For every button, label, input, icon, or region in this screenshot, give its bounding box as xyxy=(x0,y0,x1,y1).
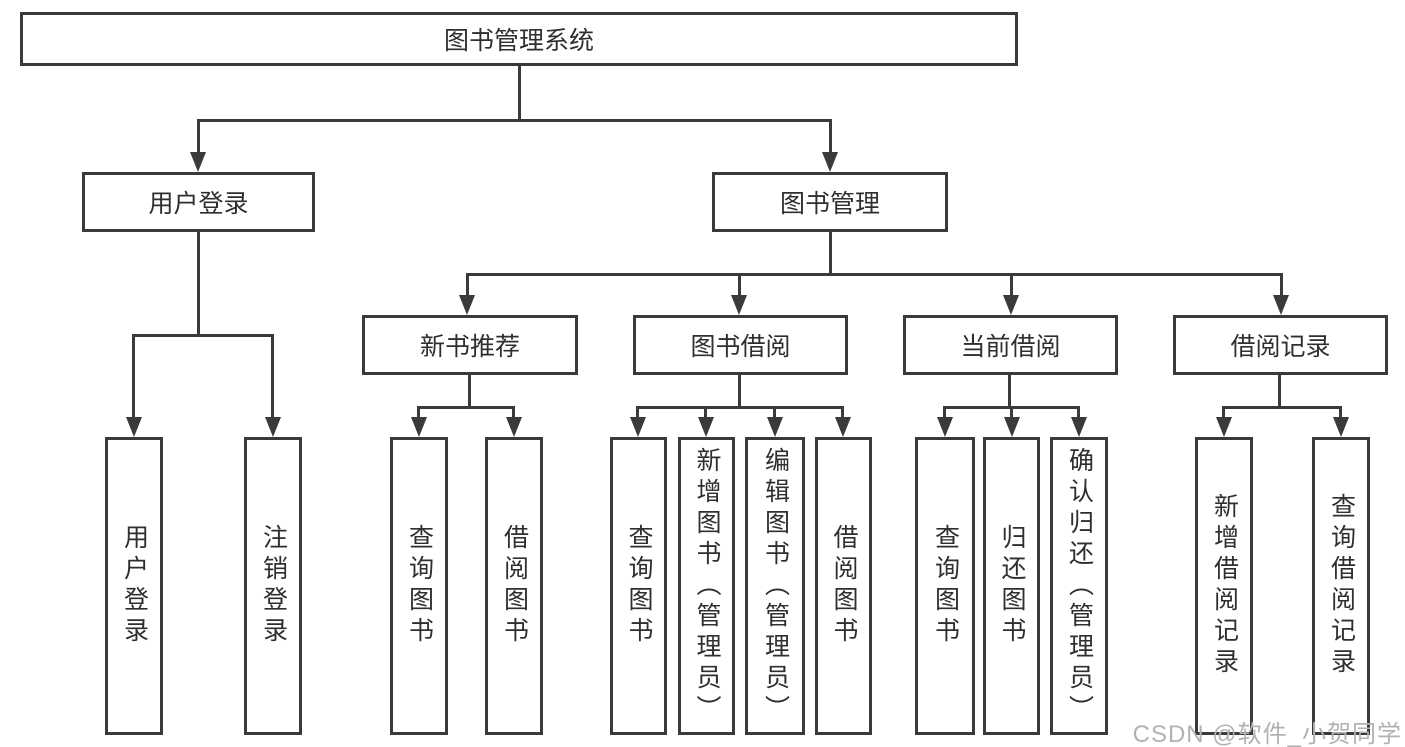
node-root-library-management-system: 图书管理系统 xyxy=(20,12,1018,66)
connector-to-return-books xyxy=(1010,406,1013,420)
arrowhead-add-record xyxy=(1216,417,1232,437)
arrowhead-recommend-borrow xyxy=(506,417,522,437)
leaf-add-books-admin: 新增图书（管理员） xyxy=(678,437,735,735)
arrowhead-book-management xyxy=(822,152,838,172)
connector-to-user-login xyxy=(197,119,200,159)
arrowhead-current-borrowing xyxy=(1003,295,1019,315)
node-new-book-recommendation: 新书推荐 xyxy=(362,315,578,375)
leaf-borrow-books-label: 借阅图书 xyxy=(830,524,858,648)
connector-to-recommend-query xyxy=(417,406,420,420)
connector-recommendation-rail xyxy=(417,406,515,409)
leaf-current-query-books: 查询图书 xyxy=(915,437,975,735)
leaf-current-query-books-label: 查询图书 xyxy=(931,524,960,648)
node-user-login-label: 用户登录 xyxy=(148,190,249,218)
node-borrowing-records-label: 借阅记录 xyxy=(1230,333,1331,361)
node-current-borrowing-label: 当前借阅 xyxy=(960,333,1061,361)
connector-book-management-stem xyxy=(829,230,832,276)
arrowhead-borrowing-records xyxy=(1273,295,1289,315)
connector-book-management-rail xyxy=(466,273,1283,276)
arrowhead-new-book-recommendation xyxy=(459,295,475,315)
leaf-borrow-books: 借阅图书 xyxy=(815,437,872,735)
leaf-recommend-query-books-label: 查询图书 xyxy=(405,524,434,648)
leaf-recommend-borrow-books: 借阅图书 xyxy=(485,437,543,735)
node-book-management-label: 图书管理 xyxy=(779,190,880,218)
connector-to-leaf-user-login xyxy=(132,334,135,420)
connector-to-query-record xyxy=(1339,406,1342,420)
connector-to-leaf-logout xyxy=(271,334,274,420)
connector-user-login-stem xyxy=(197,230,200,337)
connector-to-recommend-borrow xyxy=(512,406,515,420)
leaf-logout: 注销登录 xyxy=(244,437,302,735)
connector-borrowing-rail xyxy=(636,406,844,409)
arrowhead-leaf-logout xyxy=(265,417,281,437)
connector-level1-rail xyxy=(197,119,832,122)
connector-records-rail xyxy=(1222,406,1342,409)
arrowhead-user-login xyxy=(190,152,206,172)
connector-current-stem xyxy=(1008,373,1011,409)
connector-to-current-borrowing xyxy=(1010,273,1013,299)
connector-to-borrow-books xyxy=(841,406,844,420)
leaf-add-books-admin-label: 新增图书（管理员） xyxy=(693,446,721,726)
connector-records-stem xyxy=(1278,373,1281,409)
node-book-borrowing: 图书借阅 xyxy=(633,315,848,375)
arrowhead-current-query xyxy=(937,417,953,437)
arrowhead-confirm-return xyxy=(1071,417,1087,437)
node-book-borrowing-label: 图书借阅 xyxy=(690,333,791,361)
connector-to-book-borrowing xyxy=(738,273,741,299)
node-current-borrowing: 当前借阅 xyxy=(903,315,1118,375)
arrowhead-leaf-user-login xyxy=(126,417,142,437)
node-borrowing-records: 借阅记录 xyxy=(1173,315,1388,375)
connector-root-stem xyxy=(518,65,521,122)
arrowhead-return-books xyxy=(1004,417,1020,437)
leaf-confirm-return-admin: 确认归还（管理员） xyxy=(1050,437,1108,735)
leaf-query-borrow-record-label: 查询借阅记录 xyxy=(1327,493,1356,679)
connector-borrowing-stem xyxy=(738,373,741,409)
leaf-confirm-return-admin-label: 确认归还（管理员） xyxy=(1065,446,1094,726)
arrowhead-query-record xyxy=(1333,417,1349,437)
connector-to-new-book-recommendation xyxy=(466,273,469,299)
connector-recommendation-stem xyxy=(468,373,471,409)
csdn-watermark: CSDN @软件_小贺同学 xyxy=(1132,721,1402,747)
leaf-recommend-borrow-books-label: 借阅图书 xyxy=(500,524,529,648)
arrowhead-borrow-query xyxy=(630,417,646,437)
node-user-login: 用户登录 xyxy=(82,172,315,232)
leaf-return-books: 归还图书 xyxy=(983,437,1040,735)
arrowhead-book-borrowing xyxy=(731,295,747,315)
leaf-borrow-query-books-label: 查询图书 xyxy=(625,524,653,648)
leaf-recommend-query-books: 查询图书 xyxy=(390,437,448,735)
arrowhead-recommend-query xyxy=(411,417,427,437)
connector-to-confirm-return xyxy=(1077,406,1080,420)
arrowhead-add-books xyxy=(698,417,714,437)
node-book-management: 图书管理 xyxy=(712,172,948,232)
leaf-logout-label: 注销登录 xyxy=(259,524,288,648)
connector-to-book-management xyxy=(829,119,832,159)
node-new-book-recommendation-label: 新书推荐 xyxy=(419,333,520,361)
leaf-query-borrow-record: 查询借阅记录 xyxy=(1312,437,1370,735)
connector-to-current-query xyxy=(943,406,946,420)
arrowhead-edit-books xyxy=(767,417,783,437)
connector-to-add-books xyxy=(704,406,707,420)
connector-to-borrow-query xyxy=(636,406,639,420)
arrowhead-borrow-books xyxy=(835,417,851,437)
connector-to-add-record xyxy=(1222,406,1225,420)
leaf-add-borrow-record-label: 新增借阅记录 xyxy=(1210,493,1239,679)
connector-to-edit-books xyxy=(773,406,776,420)
connector-to-borrowing-records xyxy=(1280,273,1283,299)
leaf-return-books-label: 归还图书 xyxy=(998,524,1026,648)
leaf-user-login-label: 用户登录 xyxy=(120,524,149,648)
connector-user-login-rail xyxy=(132,334,273,337)
leaf-user-login: 用户登录 xyxy=(105,437,163,735)
leaf-borrow-query-books: 查询图书 xyxy=(610,437,667,735)
leaf-edit-books-admin-label: 编辑图书（管理员） xyxy=(761,446,790,726)
leaf-edit-books-admin: 编辑图书（管理员） xyxy=(745,437,805,735)
leaf-add-borrow-record: 新增借阅记录 xyxy=(1195,437,1253,735)
node-root-label: 图书管理系统 xyxy=(443,27,594,55)
